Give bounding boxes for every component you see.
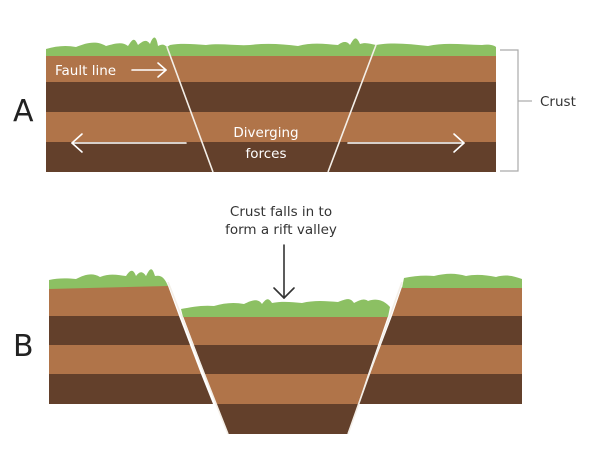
left-block-layer3	[49, 345, 201, 374]
right-block-layer1	[392, 287, 522, 316]
left-block-layer4	[49, 374, 213, 404]
rock-layer-a4	[46, 142, 496, 172]
fault-line-b-left	[167, 281, 229, 435]
diverging-forces-label-line1: Diverging	[233, 125, 298, 141]
crust-bracket	[500, 49, 519, 172]
fault-line-b-right	[347, 281, 403, 435]
grass-b-right	[402, 273, 522, 288]
diverging-arrow-left	[71, 133, 187, 153]
right-block-layer3	[370, 345, 522, 374]
rift-caption-line2: form a rift valley	[225, 222, 337, 238]
left-block-layer2	[49, 316, 190, 345]
grass-b-valley	[181, 299, 390, 317]
rock-layer-a3	[46, 112, 496, 142]
valley-block-layer3	[205, 374, 368, 404]
right-block-layer4	[358, 374, 522, 404]
fault-arrow	[131, 62, 167, 78]
panel-b-letter: B	[13, 329, 34, 364]
panel-a-letter: A	[13, 94, 34, 129]
fault-line-label: Fault line	[55, 63, 116, 79]
grass-a	[46, 37, 496, 56]
valley-block-layer4	[216, 404, 358, 434]
panel-a: Fault line Diverging forces Crust A	[13, 37, 576, 173]
fault-line-left	[166, 46, 214, 173]
valley-block-layer2	[194, 345, 378, 374]
rock-layer-a1	[46, 52, 496, 82]
left-block-layer1	[49, 286, 179, 316]
grass-b-left	[49, 269, 168, 289]
rock-layer-a2	[46, 82, 496, 112]
crust-label: Crust	[540, 94, 576, 110]
valley-block-layer1	[183, 316, 388, 345]
diverging-forces-label-line2: forces	[245, 146, 286, 162]
diverging-arrow-right	[347, 133, 465, 153]
down-arrow	[273, 244, 295, 299]
panel-b: Crust falls in to form a rift valley B	[13, 204, 522, 435]
rift-caption-line1: Crust falls in to	[230, 204, 332, 220]
fault-line-right	[327, 44, 377, 173]
right-block-layer2	[381, 316, 522, 345]
